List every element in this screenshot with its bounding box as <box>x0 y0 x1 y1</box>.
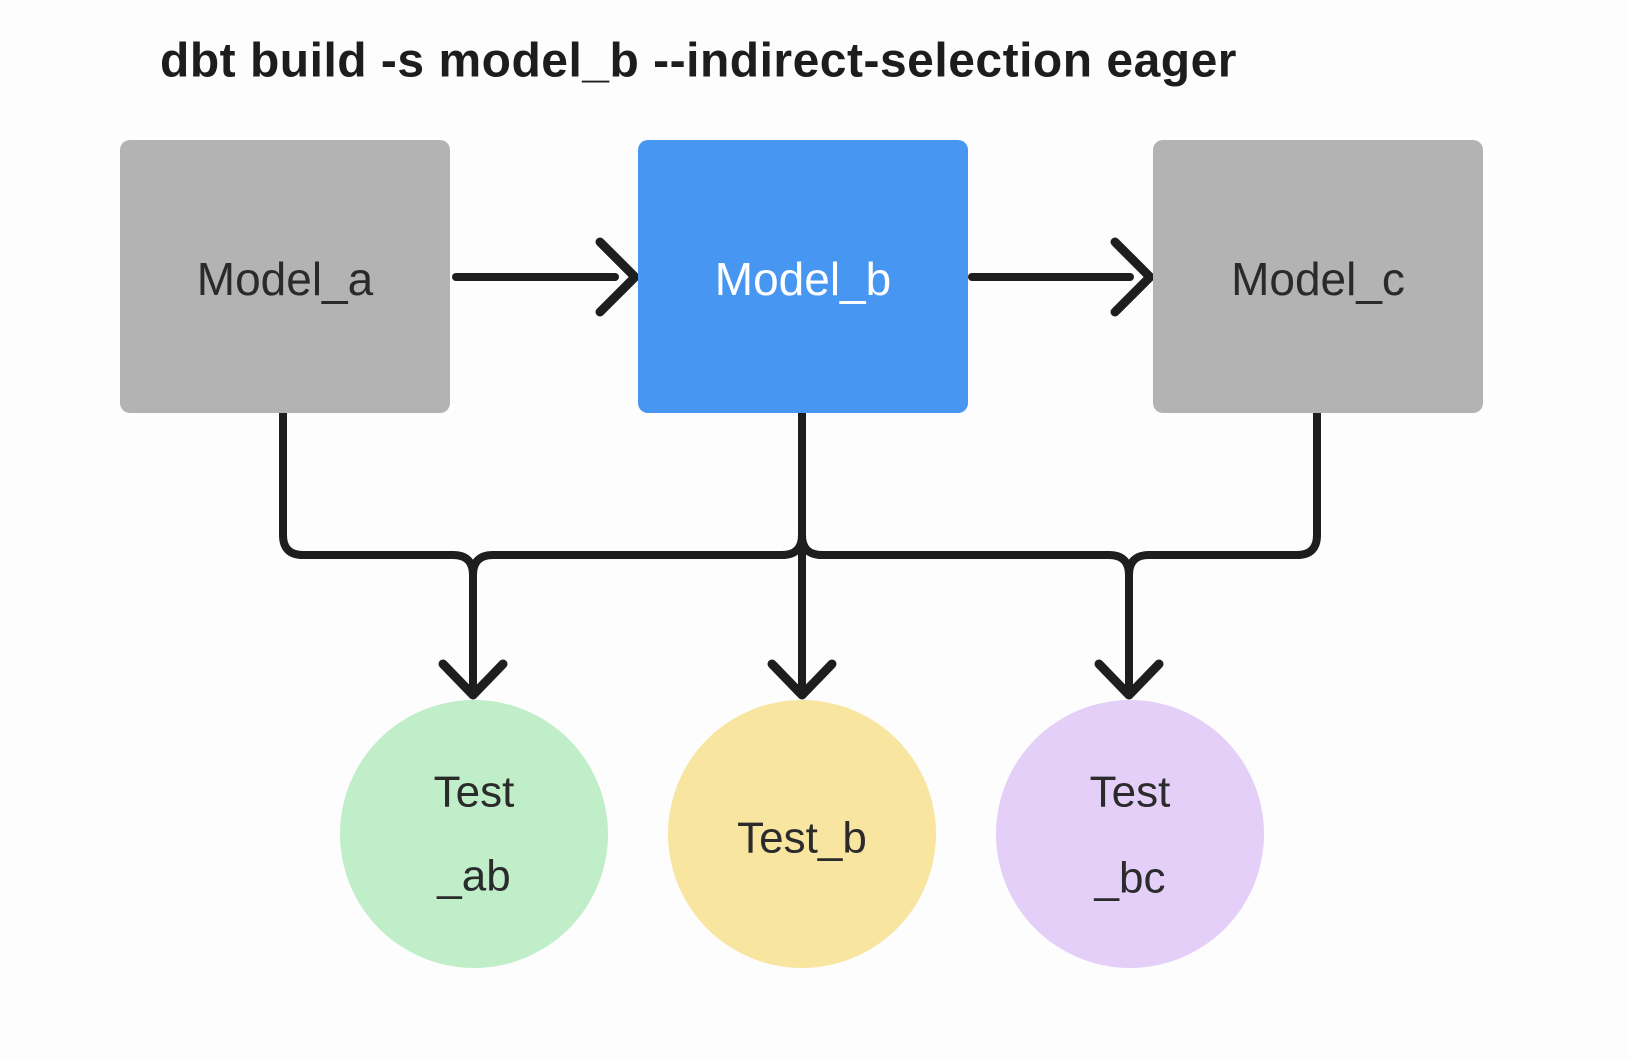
edge-model-c-to-test-bc <box>1125 409 1321 696</box>
node-model-b: Model_b <box>638 140 968 413</box>
node-model-b-label: Model_b <box>715 253 891 305</box>
node-model-b-box <box>638 140 968 413</box>
edge-test-bc-arrowhead-icon <box>1094 659 1164 700</box>
edge-test-ab-arrowhead-icon <box>438 659 508 700</box>
edge-model-b-to-model-c-arrowhead-icon <box>1110 237 1155 317</box>
node-model-a: Model_a <box>120 140 450 413</box>
node-test-b-circle <box>668 700 936 968</box>
node-test-bc-label-line2: _bc <box>1094 854 1166 903</box>
edge-model-a-to-model-b-arrowhead-icon <box>595 237 640 317</box>
edge-test-b-arrowhead-icon <box>767 659 837 700</box>
node-test-ab-label-line1: Test <box>434 768 515 817</box>
node-test-b-label: Test_b <box>737 814 867 863</box>
node-model-a-label: Model_a <box>197 253 374 305</box>
node-test-bc-circle <box>996 700 1264 968</box>
node-test-bc-label-line1: Test <box>1090 768 1171 817</box>
node-test-ab: Test _ab <box>340 700 608 968</box>
node-model-c-box <box>1153 140 1483 413</box>
diagram-title: dbt build -s model_b --indirect-selectio… <box>160 35 1237 88</box>
node-test-bc: Test _bc <box>996 700 1264 968</box>
node-model-a-box <box>120 140 450 413</box>
node-model-c: Model_c <box>1153 140 1483 413</box>
node-test-b: Test_b <box>668 700 936 968</box>
edges <box>279 237 1321 700</box>
node-test-ab-circle <box>340 700 608 968</box>
node-model-c-label: Model_c <box>1231 253 1405 305</box>
node-test-ab-label-line2: _ab <box>436 852 510 901</box>
